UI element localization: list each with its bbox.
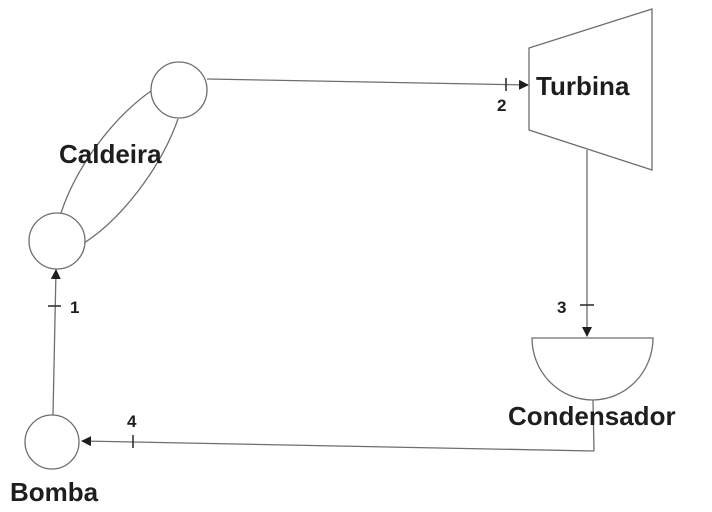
boiler-tube-right [83, 118, 179, 244]
boiler-tube-left [60, 90, 152, 214]
condenser-label: Condensador [508, 401, 676, 431]
condenser: Condensador [508, 337, 676, 452]
pump-body [24, 414, 80, 470]
condenser-outlet-pipe [592, 399, 595, 452]
boiler-top-drum [150, 61, 208, 119]
state-3-label: 3 [557, 298, 566, 317]
pipe-boiler-to-turbine [206, 78, 529, 90]
stream-2: 2 [206, 78, 529, 115]
turbine: Turbina [528, 8, 653, 171]
pipe-condenser-to-pump [81, 436, 595, 452]
turbine-label: Turbina [536, 71, 630, 101]
pipe-pump-to-boiler [50, 269, 61, 416]
boiler-bottom-drum [28, 212, 86, 270]
pump-label: Bomba [10, 477, 99, 507]
state-4-label: 4 [127, 412, 137, 431]
stream-3: 3 [557, 150, 594, 337]
stream-1: 1 [48, 269, 79, 416]
condenser-body [531, 337, 654, 401]
boiler: Caldeira [28, 61, 208, 270]
boiler-label: Caldeira [59, 139, 162, 169]
state-1-label: 1 [70, 298, 79, 317]
stream-4: 4 [81, 412, 595, 452]
turbine-body [528, 8, 653, 171]
pump: Bomba [10, 414, 99, 507]
state-2-label: 2 [497, 96, 506, 115]
